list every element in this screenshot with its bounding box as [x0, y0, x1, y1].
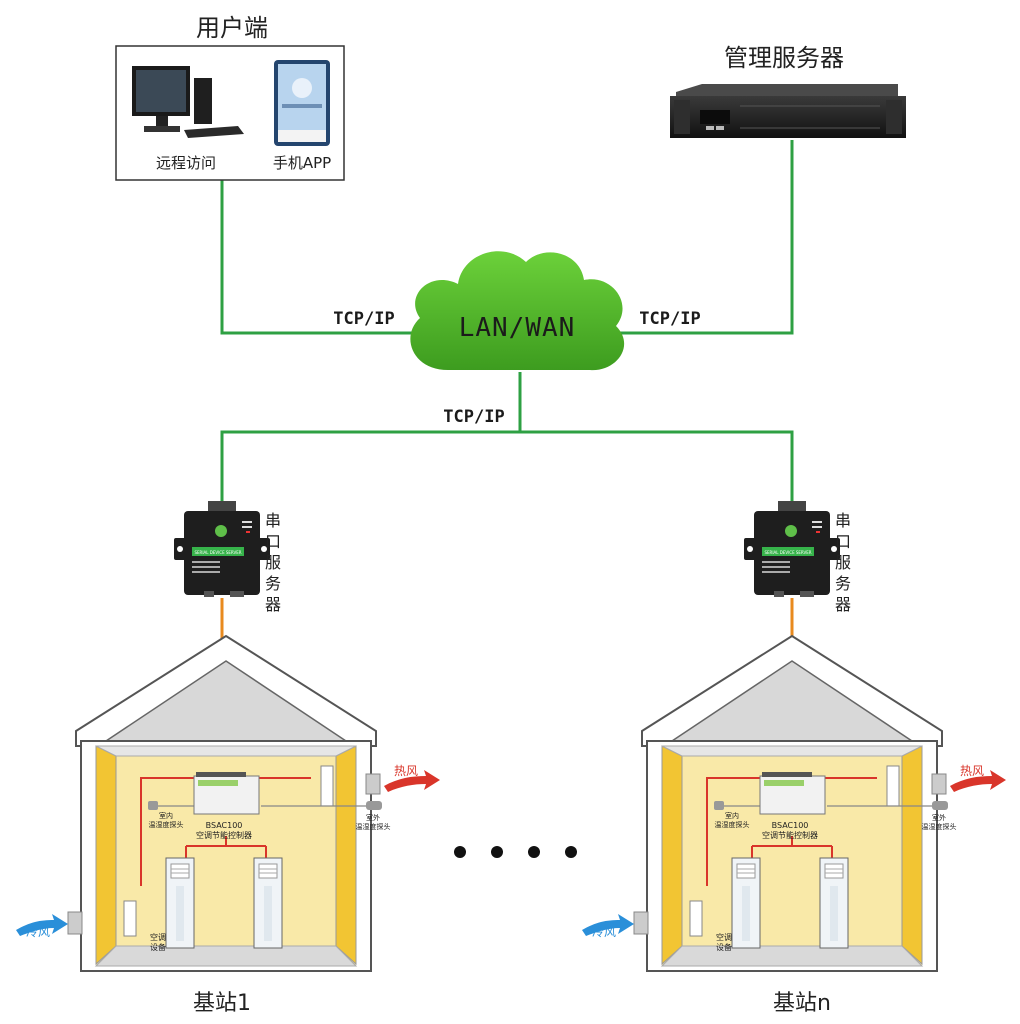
protocol-label-bottom: TCP/IP	[443, 407, 504, 427]
station-name-n: 基站n	[773, 991, 831, 1016]
hot-air-label: 热风	[394, 764, 418, 778]
base-station-n: BSAC100 空调节能控制器 室内 温湿度探头 室外 温湿度探头 热风 冷风 …	[581, 635, 1007, 972]
serial-label-char: 串	[265, 511, 281, 530]
mobile-app-icon	[274, 60, 330, 146]
indoor-probe-label: 室内	[159, 811, 173, 820]
serial-label-char: 服	[265, 553, 281, 572]
network-links	[220, 140, 794, 505]
remote-access-label: 远程访问	[156, 154, 216, 172]
stations-bus-link	[220, 430, 794, 505]
serial-label-char: 器	[265, 595, 281, 614]
server-to-cloud-link	[620, 140, 794, 335]
serial-server-label-1: 串 口 服 务 器	[265, 511, 281, 614]
serial-device-text-n: SERIAL DEVICE SERVER	[764, 550, 811, 555]
serial-device-text-1: SERIAL DEVICE SERVER	[194, 550, 241, 555]
controller-model-label: BSAC100	[772, 821, 809, 830]
desktop-computer-icon	[132, 66, 244, 138]
cold-air-label: 冷风	[26, 925, 50, 939]
outdoor-probe-label: 室外	[932, 813, 946, 822]
cloud-label: LAN/WAN	[459, 313, 576, 343]
serial-label-char: 口	[835, 532, 851, 551]
cold-air-label: 冷风	[592, 925, 616, 939]
serial-label-char: 务	[835, 574, 851, 593]
serial-server-label-n: 串 口 服 务 器	[835, 511, 851, 614]
serial-label-char: 务	[265, 574, 281, 593]
serial-label-char: 口	[265, 532, 281, 551]
serial-label-char: 服	[835, 553, 851, 572]
hot-air-label: 热风	[960, 764, 984, 778]
serial-device-server-n: SERIAL DEVICE SERVER	[744, 501, 840, 597]
serial-label-char: 串	[835, 511, 851, 530]
lan-wan-cloud	[410, 251, 625, 371]
ac-equipment-label: 空调	[150, 932, 166, 942]
user-side-title: 用户端	[196, 14, 268, 42]
indoor-probe-label: 室内	[725, 811, 739, 820]
controller-name-label: 空调节能控制器	[762, 830, 818, 840]
mobile-app-label: 手机APP	[273, 154, 331, 172]
outdoor-probe-label: 室外	[366, 813, 380, 822]
indoor-probe-label-2: 温湿度探头	[149, 820, 184, 829]
more-stations-ellipsis	[454, 846, 577, 858]
serial-device-server-1: SERIAL DEVICE SERVER	[174, 501, 270, 597]
server-title: 管理服务器	[724, 44, 844, 72]
outdoor-probe-label-2: 温湿度探头	[356, 822, 391, 831]
user-to-cloud-link	[220, 180, 412, 335]
station-name-1: 基站1	[193, 991, 251, 1016]
ac-equipment-label-2: 设备	[150, 942, 166, 952]
protocol-label-left: TCP/IP	[333, 309, 394, 329]
base-station-1: BSAC100 空调节能控制器 室内 温湿度探头 室外 温湿度探头 热风 冷风 …	[15, 635, 441, 972]
protocol-label-right: TCP/IP	[639, 309, 700, 329]
serial-label-char: 器	[835, 595, 851, 614]
ac-equipment-label-2: 设备	[716, 942, 732, 952]
rack-server-icon	[670, 84, 906, 138]
controller-name-label: 空调节能控制器	[196, 830, 252, 840]
ac-equipment-label: 空调	[716, 932, 732, 942]
controller-model-label: BSAC100	[206, 821, 243, 830]
indoor-probe-label-2: 温湿度探头	[715, 820, 750, 829]
outdoor-probe-label-2: 温湿度探头	[922, 822, 957, 831]
